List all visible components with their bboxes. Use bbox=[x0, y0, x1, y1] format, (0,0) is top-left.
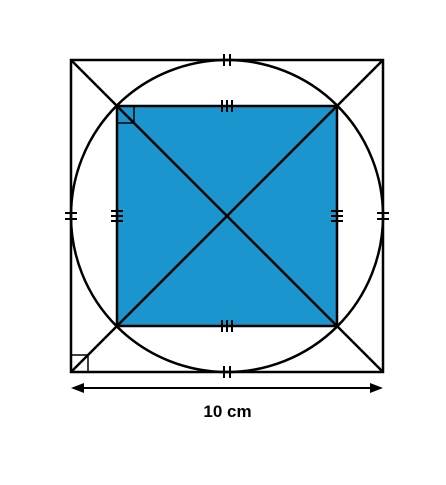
triple-tick-mark-right bbox=[331, 210, 343, 222]
double-tick-mark-top bbox=[223, 54, 231, 66]
triple-tick-mark-bottom bbox=[221, 320, 233, 332]
arrowhead-right bbox=[370, 383, 383, 393]
triple-tick-mark-top bbox=[221, 100, 233, 112]
double-tick-mark-bottom bbox=[223, 366, 231, 378]
right-angle-mark bbox=[117, 106, 135, 124]
right-angle-mark bbox=[71, 354, 89, 372]
inscribed-circle bbox=[69, 58, 385, 374]
arrowhead-left bbox=[71, 383, 84, 393]
double-tick-mark-right bbox=[377, 212, 389, 220]
triple-tick-mark-left bbox=[111, 210, 123, 222]
dimension-label: 10 cm bbox=[203, 402, 252, 421]
diagonal-line bbox=[70, 59, 384, 373]
double-tick-mark-left bbox=[65, 212, 77, 220]
dimension-arrow bbox=[71, 383, 383, 393]
